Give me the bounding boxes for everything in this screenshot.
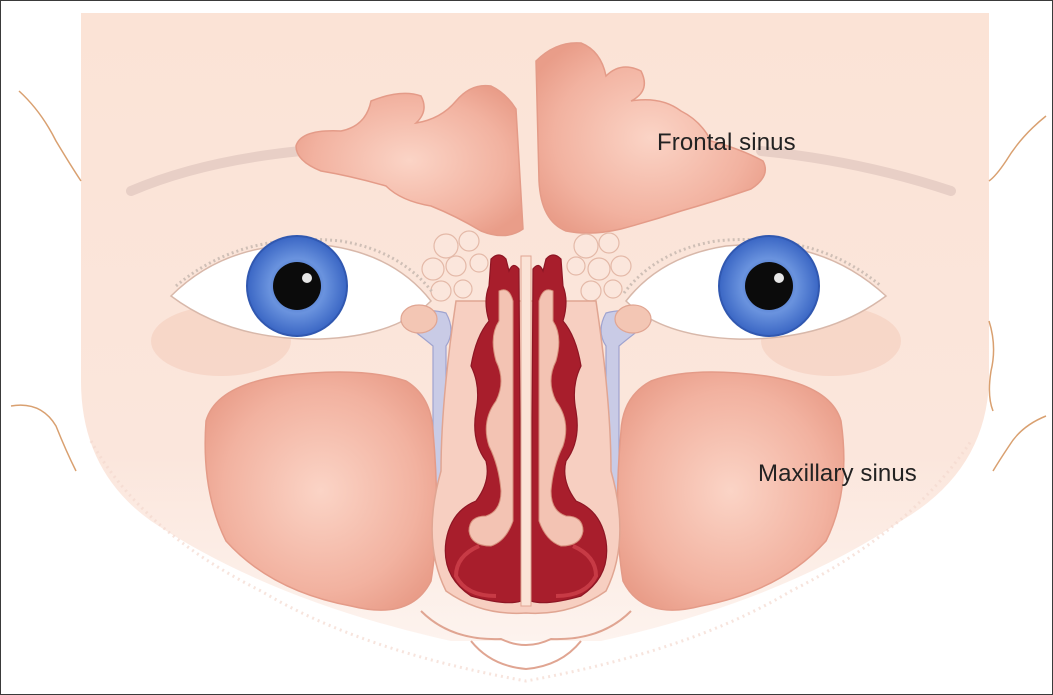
frontal-sinus-label: Frontal sinus — [657, 129, 796, 157]
face-outline-right — [989, 116, 1046, 471]
maxillary-sinus-label: Maxillary sinus — [758, 460, 917, 488]
nasal-cavity — [432, 255, 620, 613]
face-outline-left — [11, 91, 81, 471]
